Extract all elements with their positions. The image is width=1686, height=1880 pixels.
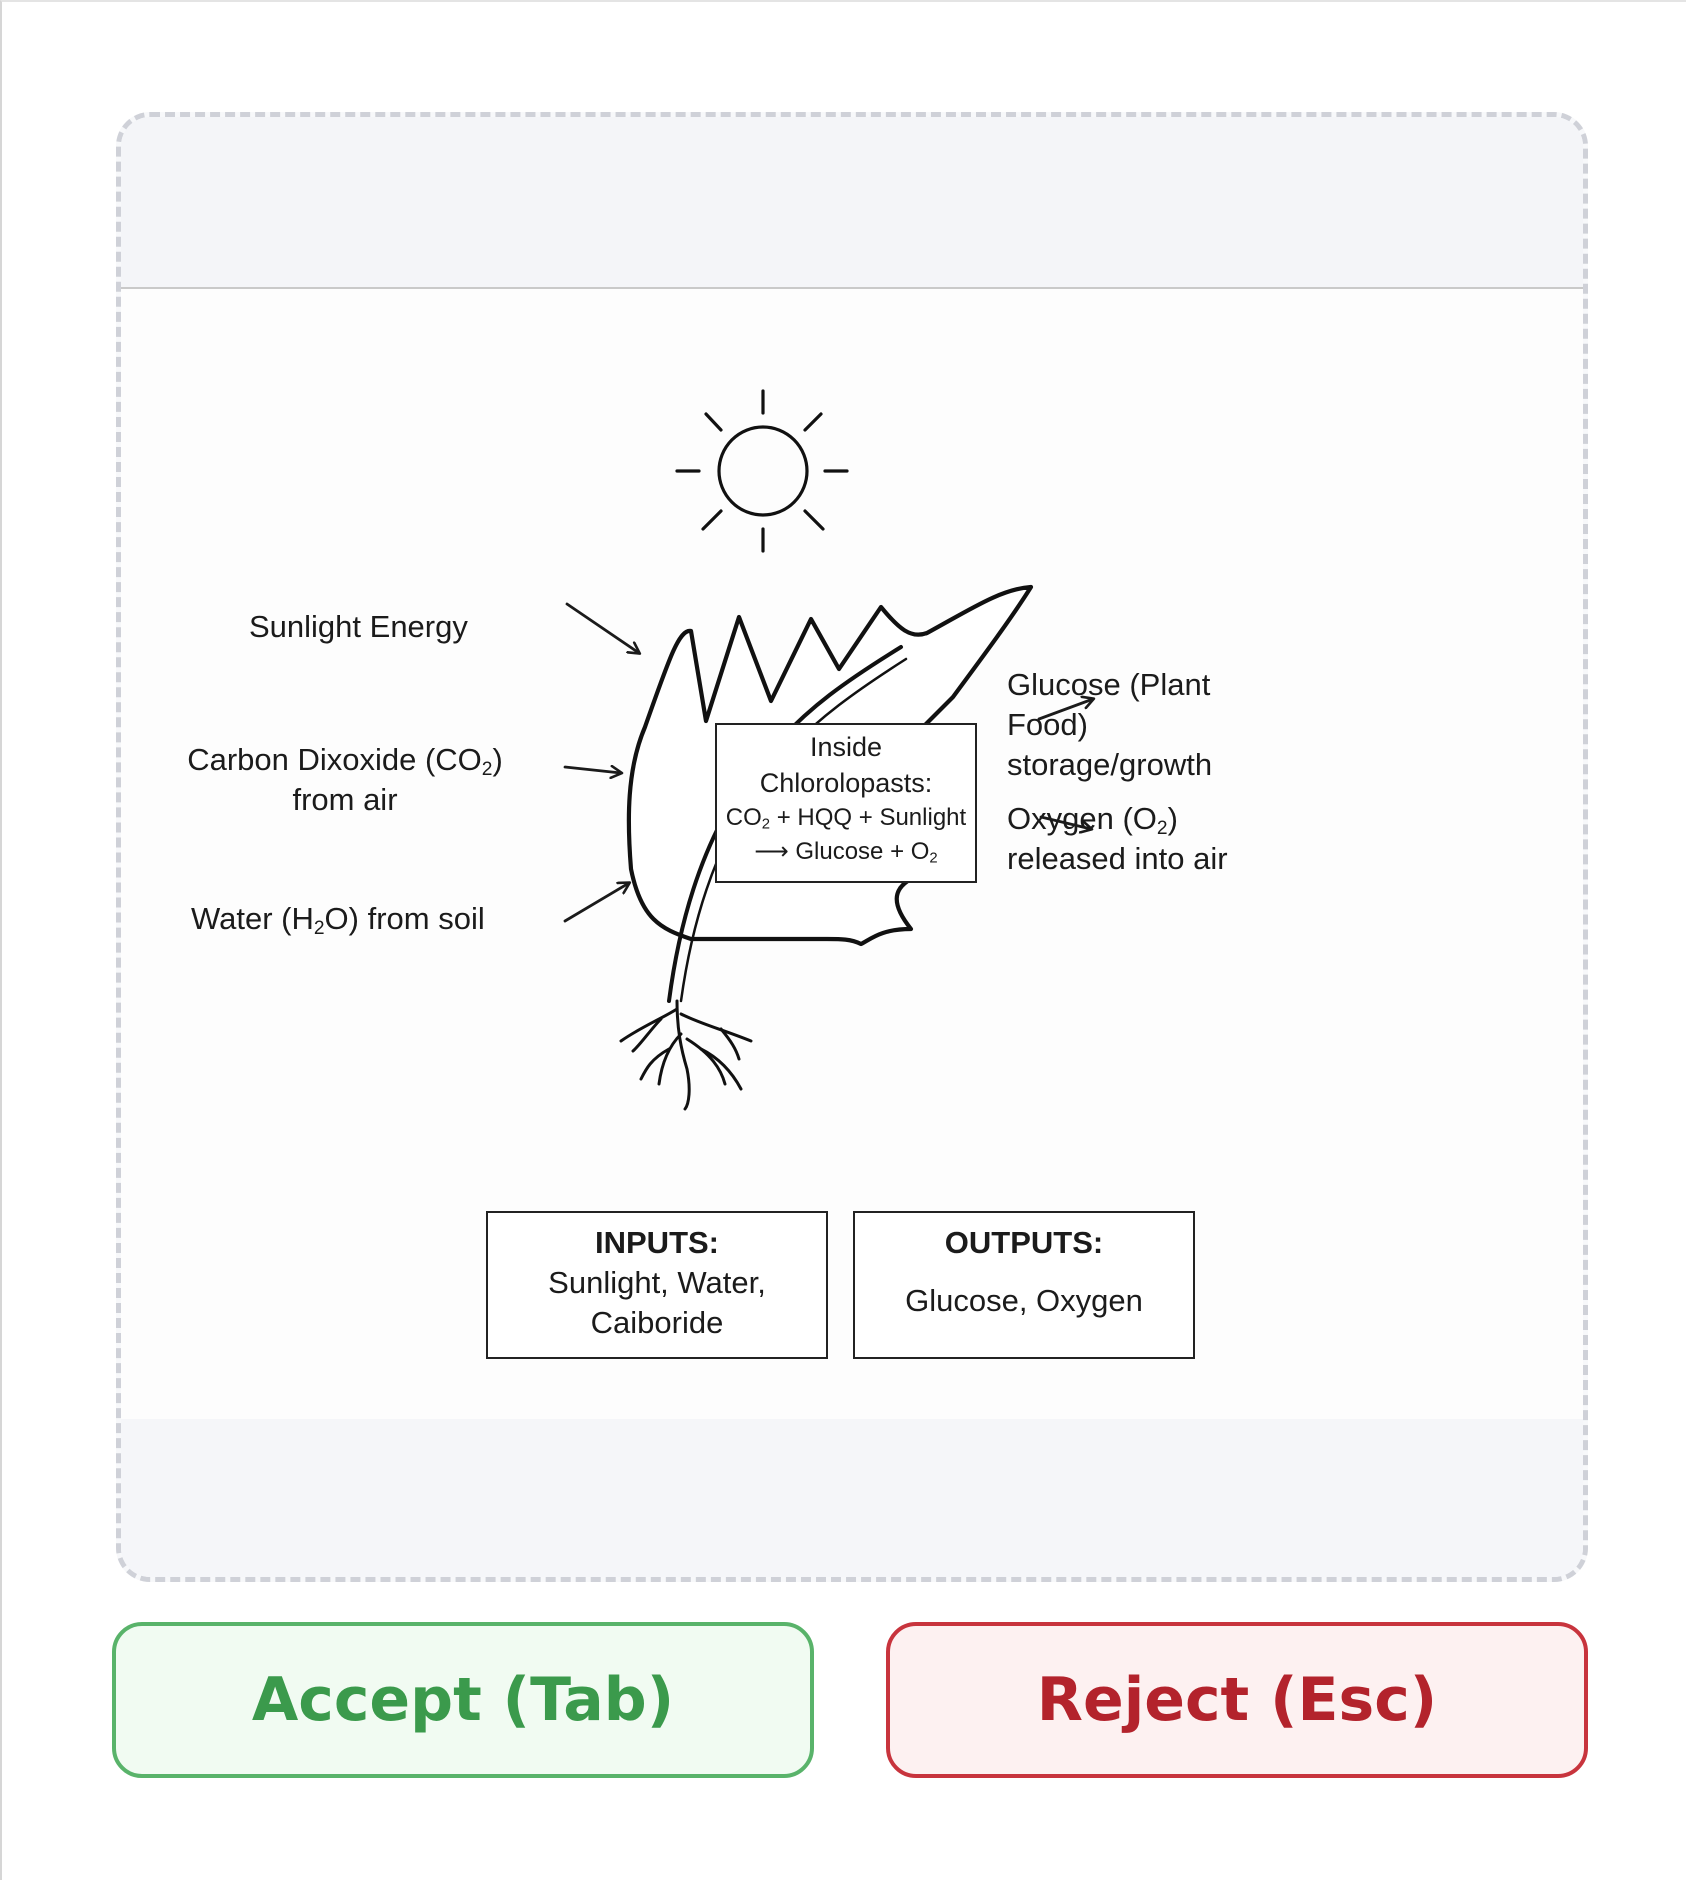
chloroplast-line2: Chlorolopasts: <box>759 768 933 798</box>
label-water: Water (H2O) from soil <box>191 899 485 939</box>
water-text: Water (H <box>191 901 314 936</box>
chloroplast-line1: Inside <box>809 732 883 762</box>
co2-text: Carbon Dixoxide (CO <box>187 742 482 777</box>
water-text-rest: O) from soil <box>324 901 485 936</box>
co2-subscript: 2 <box>481 758 493 780</box>
inputs-line2: Caiboride <box>590 1305 724 1340</box>
accept-button-label: Accept (Tab) <box>251 1665 675 1735</box>
outputs-box: OUTPUTS: Glucose, Oxygen <box>853 1211 1195 1359</box>
label-oxygen: Oxygen (O2) released into air <box>1007 799 1228 879</box>
photosynthesis-diagram: Sunlight Energy Carbon Dixoxide (CO2) fr… <box>121 289 1583 1419</box>
glucose-line2: Food) <box>1007 707 1088 742</box>
image-preview-frame: Sunlight Energy Carbon Dixoxide (CO2) fr… <box>116 112 1588 1582</box>
preview-bottom-bar <box>121 1419 1583 1577</box>
chloroplast-equation-1: CO2 + HQQ + Sunlight <box>725 804 967 833</box>
preview-top-bar <box>121 117 1583 289</box>
glucose-line3: storage/growth <box>1007 747 1213 782</box>
outputs-title: OUTPUTS: <box>944 1225 1104 1260</box>
oxygen-subscript: 2 <box>1156 817 1168 839</box>
inputs-line1: Sunlight, Water, <box>548 1265 766 1300</box>
output-arrows <box>1037 699 1093 829</box>
accept-button[interactable]: Accept (Tab) <box>112 1622 814 1778</box>
sun-icon <box>675 389 849 553</box>
oxygen-text-close: ) <box>1167 801 1178 836</box>
label-carbon-dioxide: Carbon Dixoxide (CO2) from air <box>177 740 513 820</box>
reject-button[interactable]: Reject (Esc) <box>886 1622 1588 1778</box>
oxygen-line2: released into air <box>1007 841 1228 876</box>
inputs-box: INPUTS: Sunlight, Water, Caiboride <box>486 1211 828 1359</box>
input-arrows <box>563 602 639 923</box>
oxygen-text: Oxygen (O <box>1007 801 1157 836</box>
inputs-title: INPUTS: <box>595 1225 719 1260</box>
label-glucose: Glucose (Plant Food) storage/growth <box>1007 665 1212 785</box>
glucose-line1: Glucose (Plant <box>1007 667 1211 702</box>
chloroplast-box: Inside Chlorolopasts: CO2 + HQQ + Sunlig… <box>715 723 977 883</box>
label-sunlight-energy: Sunlight Energy <box>249 609 468 644</box>
outputs-line1: Glucose, Oxygen <box>905 1283 1143 1318</box>
co2-from-air: from air <box>292 782 398 817</box>
reject-button-label: Reject (Esc) <box>1036 1665 1438 1735</box>
roots-icon <box>619 999 753 1111</box>
water-subscript: 2 <box>313 917 325 939</box>
chloroplast-equation-2: ⟶ Glucose + O2 <box>754 838 938 867</box>
co2-text-close: ) <box>492 742 503 777</box>
